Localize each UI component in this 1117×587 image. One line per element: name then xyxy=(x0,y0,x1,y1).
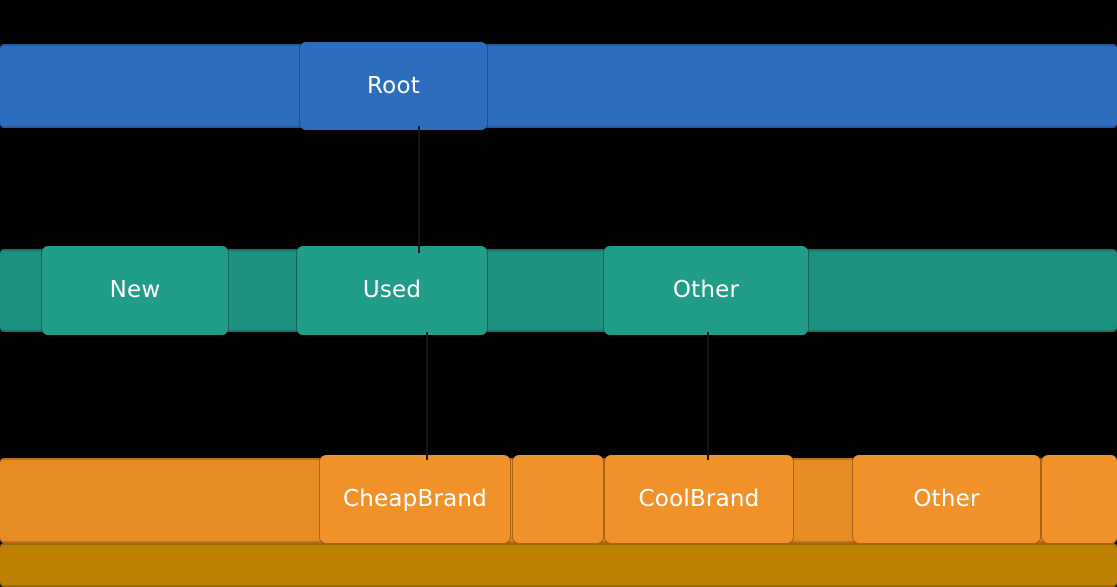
connector-line-2 xyxy=(707,332,709,460)
tree-node-used[interactable]: Used xyxy=(297,246,487,335)
node-label-coolbrand: CoolBrand xyxy=(638,485,760,512)
node-label-cheapbrand: CheapBrand xyxy=(343,485,487,512)
connector-line-0 xyxy=(418,126,420,253)
tree-node-unlabeled-a[interactable] xyxy=(513,455,603,543)
level-band-0 xyxy=(0,44,1117,128)
tree-node-new[interactable]: New xyxy=(42,246,228,335)
tree-node-unlabeled-b[interactable] xyxy=(1042,455,1117,543)
node-label-root: Root xyxy=(367,72,420,99)
tree-node-coolbrand[interactable]: CoolBrand xyxy=(605,455,793,543)
tree-node-cheapbrand[interactable]: CheapBrand xyxy=(320,455,510,543)
tree-node-other-condition[interactable]: Other xyxy=(604,246,808,335)
tree-node-other-brand[interactable]: Other xyxy=(853,455,1040,543)
node-label-used: Used xyxy=(362,277,422,303)
level-band-3 xyxy=(0,543,1117,587)
node-label-other-condition: Other xyxy=(672,277,740,303)
connector-line-1 xyxy=(426,332,428,460)
node-label-other-brand: Other xyxy=(913,485,980,512)
node-label-new: New xyxy=(109,277,161,303)
tree-node-root[interactable]: Root xyxy=(300,42,487,130)
